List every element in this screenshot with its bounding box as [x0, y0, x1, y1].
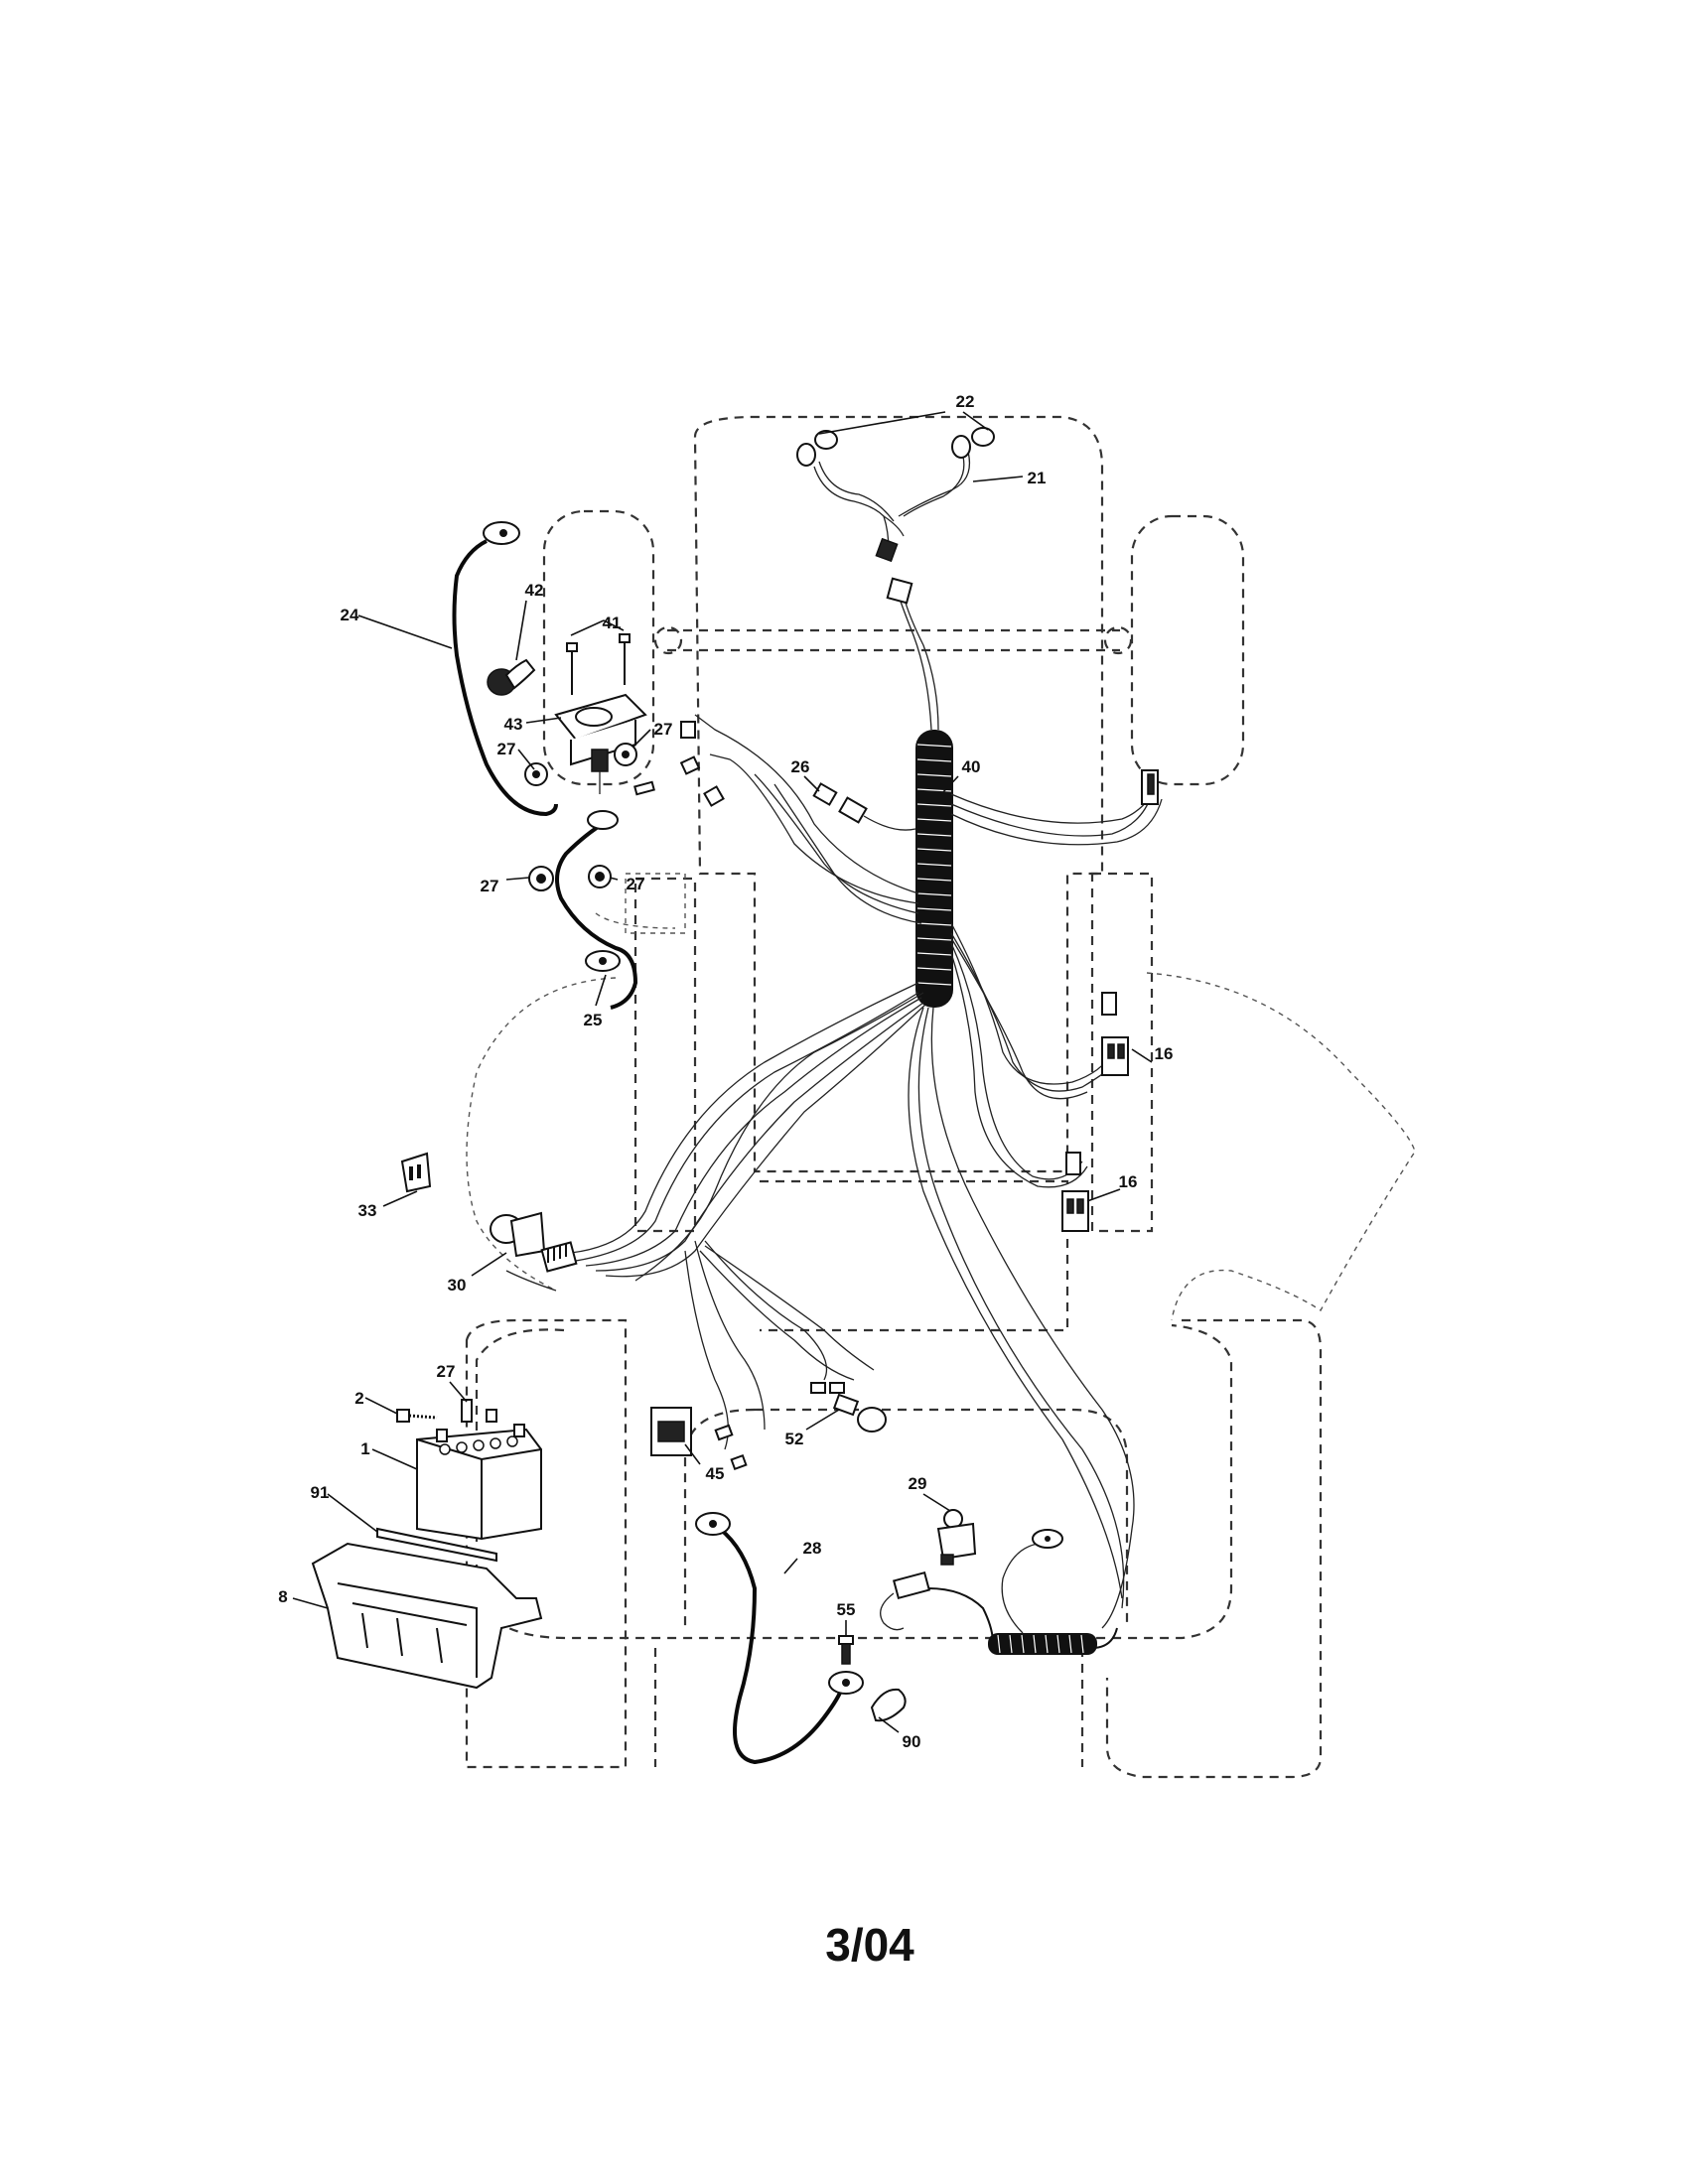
right-side-connector [1141, 769, 1159, 805]
callout-28: 28 [803, 1539, 822, 1558]
callout-43: 43 [504, 715, 523, 734]
ignition-switch-30 [490, 1211, 578, 1292]
battery-cable-24 [452, 521, 558, 817]
callout-45: 45 [706, 1464, 725, 1483]
leader-lines [292, 411, 1153, 1733]
callout-27-solenoid-right: 27 [654, 720, 673, 739]
callout-27-lower-left: 27 [481, 877, 499, 895]
callout-91: 91 [311, 1483, 330, 1502]
callout-29: 29 [909, 1474, 927, 1493]
battery-1 [416, 1424, 542, 1541]
callout-55: 55 [837, 1600, 856, 1619]
callout-8: 8 [278, 1587, 287, 1606]
rear-harness [880, 1529, 1118, 1655]
pto-switch-29 [936, 1509, 977, 1566]
battery-tray-8 [311, 1542, 543, 1690]
terminal-boot-42 [487, 658, 536, 696]
callout-25: 25 [584, 1011, 603, 1029]
callout-27-solenoid-left: 27 [497, 740, 516, 758]
callout-40: 40 [962, 757, 981, 776]
lamp-52 [832, 1393, 887, 1433]
callout-labels: 22 21 24 42 41 43 27 27 27 27 26 40 25 1… [278, 392, 1173, 1751]
callout-30: 30 [448, 1276, 467, 1295]
callout-16-lower: 16 [1119, 1172, 1138, 1191]
callout-33: 33 [358, 1201, 377, 1220]
callout-2: 2 [354, 1389, 363, 1408]
terminal-cover-90 [870, 1688, 907, 1722]
callout-1: 1 [360, 1439, 369, 1458]
callout-42: 42 [525, 581, 544, 600]
screw-55 [838, 1635, 854, 1665]
callout-41: 41 [603, 614, 622, 632]
battery-bolt-2 [396, 1409, 438, 1423]
nut-27-b [614, 743, 637, 766]
callout-24: 24 [341, 606, 359, 624]
date-code: 3/04 [825, 1919, 914, 1971]
battery-cable-25 [555, 810, 638, 1010]
bolt-41-right [619, 633, 631, 685]
fuse-clip-33 [400, 1152, 432, 1193]
callout-22: 22 [956, 392, 975, 411]
callout-52: 52 [785, 1430, 804, 1448]
mower-deck-outline [466, 972, 1416, 1321]
connector-16-upper [1101, 992, 1129, 1076]
ground-cable-28 [695, 1512, 864, 1765]
callout-21: 21 [1028, 469, 1047, 487]
relay-26 [812, 782, 916, 831]
callout-26: 26 [791, 757, 810, 776]
callout-16-upper: 16 [1155, 1044, 1174, 1063]
callout-90: 90 [903, 1732, 921, 1751]
seat-switch-45 [650, 1407, 692, 1456]
headlight-harness [796, 427, 995, 605]
solenoid-43 [554, 693, 647, 794]
lower-harness-terminals [714, 1382, 845, 1471]
callout-27-battery: 27 [437, 1362, 456, 1381]
nut-27-c [528, 866, 554, 891]
headlight-bulb-right [951, 427, 995, 459]
main-wire-harness [570, 595, 1163, 1629]
nut-27-d [588, 865, 612, 888]
nut-27-a [524, 762, 548, 786]
headlight-bulb-left [796, 430, 838, 467]
callout-27-lower-right: 27 [627, 875, 645, 893]
connector-16-lower [1061, 1152, 1089, 1232]
tractor-outline [465, 415, 1323, 1779]
battery-nut-27 [461, 1399, 497, 1423]
battery-strap-91 [376, 1527, 497, 1563]
bolt-41-left [566, 642, 578, 695]
dash-connectors [633, 721, 725, 807]
